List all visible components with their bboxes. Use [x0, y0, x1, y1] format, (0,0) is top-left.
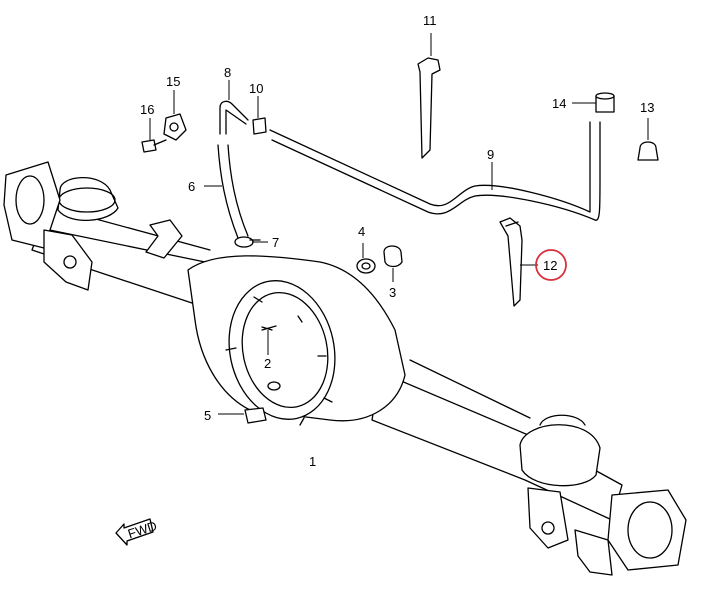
- fwd-arrow: FWD: [115, 518, 159, 546]
- flange-studs: [225, 296, 333, 426]
- part-9-breather-hose: [269, 121, 601, 221]
- part-6-breather-hose: [204, 144, 249, 239]
- callout-6: 6: [188, 179, 195, 194]
- callout-16: 16: [140, 102, 154, 117]
- arrow-icon: [115, 518, 154, 546]
- part-10-clamp: [252, 96, 267, 135]
- axle-housing: [3, 161, 687, 576]
- callout-3: 3: [389, 285, 396, 300]
- callout-10: 10: [249, 81, 263, 96]
- part-13-cap: [637, 118, 659, 161]
- part-11-cable-tie: [417, 33, 441, 159]
- fwd-label: FWD: [126, 518, 159, 541]
- callout-11: 11: [423, 13, 437, 28]
- callout-13: 13: [640, 100, 654, 115]
- part-4-gasket: [356, 243, 376, 274]
- callout-9: 9: [487, 147, 494, 162]
- callout-8: 8: [224, 65, 231, 80]
- part-3-plug: [383, 245, 403, 282]
- part-12-cable-tie: [499, 217, 538, 307]
- callout-1: 1: [309, 454, 316, 469]
- callout-14: 14: [552, 96, 566, 111]
- part-8-breather-pipe: [219, 80, 249, 135]
- callout-12: 12: [543, 258, 557, 273]
- callout-4: 4: [358, 224, 365, 239]
- highlight-circle: [535, 249, 567, 281]
- part-16-bolt: [141, 118, 167, 153]
- part-5-nut: [218, 407, 267, 424]
- callout-15: 15: [166, 74, 180, 89]
- part-7-clamp: [234, 236, 268, 248]
- part-14-cap: [572, 92, 615, 113]
- part-2-stud-bolt: [261, 325, 277, 355]
- callout-labels: 1 2 3 4 5 6 7 8 9 10 11 12 13 14 15 16: [140, 13, 654, 469]
- callout-7: 7: [272, 235, 279, 250]
- callout-5: 5: [204, 408, 211, 423]
- callout-2: 2: [264, 356, 271, 371]
- part-15-bracket: [163, 90, 187, 141]
